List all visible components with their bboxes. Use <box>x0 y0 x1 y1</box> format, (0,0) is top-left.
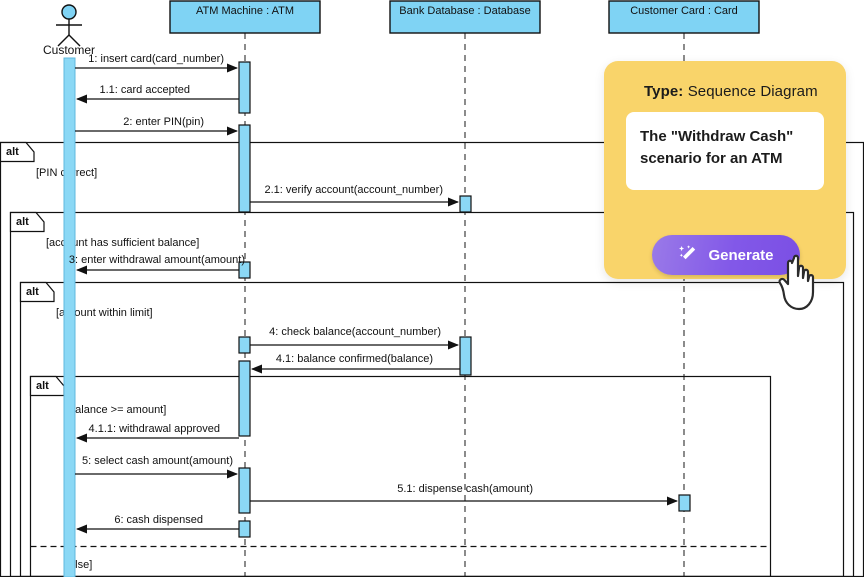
generate-button[interactable]: Generate <box>652 235 800 275</box>
message-label-m6: 6: cash dispensed <box>114 514 203 526</box>
message-m2[interactable]: 2: enter PIN(pin) <box>75 116 238 136</box>
prompt-input[interactable]: The "Withdraw Cash" scenario for an ATM <box>626 112 824 190</box>
activation-bar-atm-1 <box>238 61 251 114</box>
actor-head-icon <box>61 4 77 20</box>
activation-bar-atm-6 <box>238 467 251 514</box>
generate-button-label: Generate <box>708 246 774 264</box>
alt-tag-1: alt <box>6 146 19 158</box>
alt-guard-2: [account has sufficient balance] <box>46 237 199 249</box>
activation-bar-atm-4 <box>238 336 251 354</box>
message-m5_1[interactable]: 5.1: dispense cash(amount) <box>250 483 678 506</box>
message-m4_1_1[interactable]: 4.1.1: withdrawal approved <box>76 423 239 443</box>
diagram-type-value: Sequence Diagram <box>687 83 818 100</box>
message-m1[interactable]: 1: insert card(card_number) <box>75 53 238 73</box>
alt-guard-3: [amount within limit] <box>56 307 153 319</box>
activation-bar-atm-7 <box>238 520 251 538</box>
message-label-m3: 3: enter withdrawal amount(amount) <box>69 254 245 266</box>
lifeline-head-db[interactable]: Bank Database : Database <box>389 0 541 34</box>
ai-generate-panel: Type: Sequence Diagram The "Withdraw Cas… <box>604 61 846 311</box>
activation-bar-db-2 <box>459 336 472 376</box>
lifeline-title-card: Customer Card : Card <box>630 5 738 17</box>
message-label-m5: 5: select cash amount(amount) <box>82 455 233 467</box>
alt-guard-4: [balance >= amount] <box>66 404 166 416</box>
lifeline-head-card[interactable]: Customer Card : Card <box>608 0 760 34</box>
message-label-m2: 2: enter PIN(pin) <box>123 116 204 128</box>
activation-bar-customer <box>63 57 76 577</box>
diagram-type-label: Type: <box>644 83 684 100</box>
actor-label: Customer <box>43 43 95 57</box>
magic-wand-icon <box>678 244 700 266</box>
message-label-m1: 1: insert card(card_number) <box>88 53 224 65</box>
lifeline-head-atm[interactable]: ATM Machine : ATM <box>169 0 321 34</box>
message-m3[interactable]: 3: enter withdrawal amount(amount) <box>69 254 245 275</box>
message-m5[interactable]: 5: select cash amount(amount) <box>75 455 238 479</box>
message-m4_1[interactable]: 4.1: balance confirmed(balance) <box>251 353 460 374</box>
alt-tag-2: alt <box>16 216 29 228</box>
activation-bar-atm-2 <box>238 124 251 213</box>
diagram-type-row: Type: Sequence Diagram <box>644 83 828 100</box>
message-m1_1[interactable]: 1.1: card accepted <box>76 84 239 104</box>
message-label-m4: 4: check balance(account_number) <box>269 326 441 338</box>
alt-fragment-2: alt [account has sufficient balance] <box>9 211 855 577</box>
message-m6[interactable]: 6: cash dispensed <box>76 514 239 534</box>
message-label-m1_1: 1.1: card accepted <box>99 84 190 96</box>
message-m4[interactable]: 4: check balance(account_number) <box>250 326 459 350</box>
alt-tag-3: alt <box>26 286 39 298</box>
message-label-m4_1_1: 4.1.1: withdrawal approved <box>89 423 220 435</box>
activation-bar-card-1 <box>678 494 691 512</box>
alt-fragment-4: alt [balance >= amount] [else] <box>29 375 772 577</box>
lifeline-title-atm: ATM Machine : ATM <box>196 5 294 17</box>
alt-tag-4: alt <box>36 380 49 392</box>
message-m2_1[interactable]: 2.1: verify account(account_number) <box>250 184 459 207</box>
activation-bar-atm-5 <box>238 360 251 437</box>
message-label-m2_1: 2.1: verify account(account_number) <box>264 184 443 196</box>
message-label-m4_1: 4.1: balance confirmed(balance) <box>276 353 433 365</box>
lifeline-title-db: Bank Database : Database <box>399 5 530 17</box>
message-label-m5_1: 5.1: dispense cash(amount) <box>397 483 533 495</box>
actor-customer[interactable]: Customer <box>43 4 95 57</box>
activation-bar-db-1 <box>459 195 472 213</box>
